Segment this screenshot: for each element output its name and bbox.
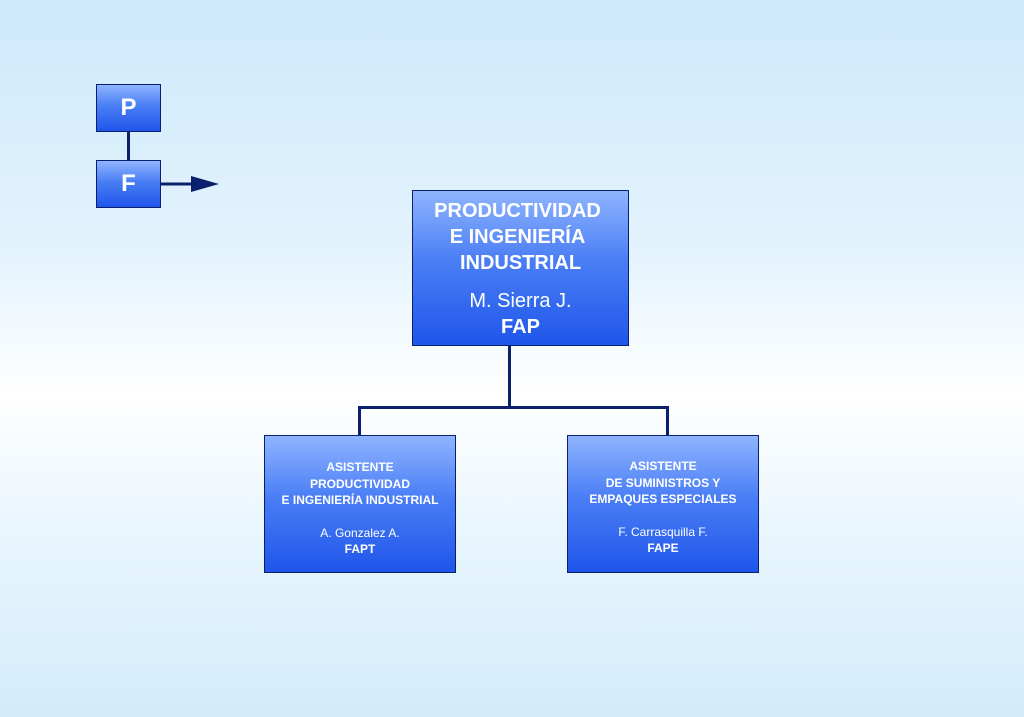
left-title-line-2: PRODUCTIVIDAD [309, 476, 410, 491]
right-title-line-1: ASISTENTE [629, 459, 697, 473]
arrow-right-icon [161, 176, 219, 192]
assistant-productivity-box: ASISTENTE PRODUCTIVIDAD E INGENIERÍA IND… [264, 435, 456, 573]
main-title-line-1: PRODUCTIVIDAD [434, 200, 601, 222]
legend-f-label: F [121, 170, 136, 197]
right-title-line-2: DE SUMINISTROS Y [605, 475, 721, 490]
main-title-line-2: E INGENIERÍA [449, 226, 586, 248]
right-person-name: F. Carrasquilla F. [618, 524, 708, 539]
legend-f-box: F [96, 160, 161, 208]
legend-p-label: P [120, 94, 137, 121]
connector-left-down [358, 406, 361, 436]
connector-main-down [508, 346, 511, 408]
main-position-box: PRODUCTIVIDAD E INGENIERÍA INDUSTRIAL M.… [412, 190, 629, 346]
faint-mark: FAP [786, 279, 800, 286]
connector-right-down [666, 406, 669, 436]
assistant-supplies-box: ASISTENTE DE SUMINISTROS Y EMPAQUES ESPE… [567, 435, 759, 573]
legend-p-box: P [96, 84, 161, 132]
connector-horizontal [358, 406, 669, 409]
right-title-line-3: EMPAQUES ESPECIALES [589, 492, 737, 506]
left-person-name: A. Gonzalez A. [320, 525, 400, 540]
left-title-line-3: E INGENIERÍA INDUSTRIAL [281, 493, 439, 507]
main-title-line-3: INDUSTRIAL [459, 252, 582, 274]
left-code: FAPT [344, 541, 376, 556]
legend-connector [127, 132, 130, 160]
right-code: FAPE [647, 540, 679, 555]
main-person-name: M. Sierra J. [469, 290, 572, 312]
left-title-line-1: ASISTENTE [326, 460, 394, 474]
main-code: FAP [501, 316, 540, 338]
